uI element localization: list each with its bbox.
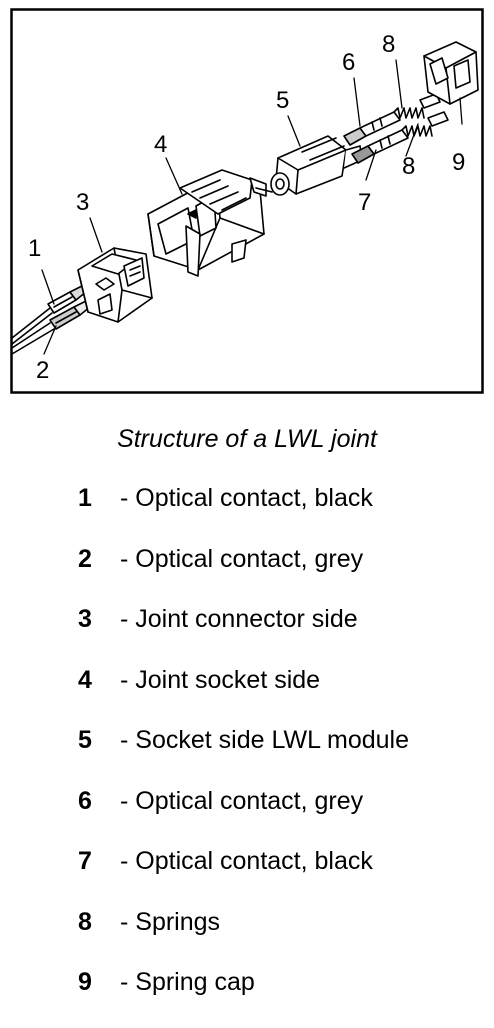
legend-description: - Joint connector side bbox=[120, 605, 358, 633]
legend-number: 9 bbox=[78, 968, 92, 996]
legend-item-2: 2 - Optical contact, grey bbox=[78, 544, 488, 605]
legend-number: 3 bbox=[78, 605, 92, 633]
legend-item-4: 4 - Joint socket side bbox=[78, 665, 488, 726]
joint-socket-side bbox=[147, 169, 273, 277]
callout-8-top: 8 bbox=[382, 31, 395, 58]
legend-item-1: 1 - Optical contact, black bbox=[78, 483, 488, 544]
callout-8-bottom: 8 bbox=[402, 153, 415, 180]
callout-3: 3 bbox=[76, 189, 89, 216]
callout-5: 5 bbox=[276, 87, 289, 114]
legend-description: - Socket side LWL module bbox=[120, 726, 410, 754]
legend-description: - Optical contact, grey bbox=[120, 544, 364, 573]
legend-number: 2 bbox=[78, 544, 92, 573]
parts-legend: 1 - Optical contact, black 2 - Optical c… bbox=[78, 483, 488, 1028]
legend-description: - Optical contact, black bbox=[120, 484, 373, 512]
legend-number: 4 bbox=[78, 665, 92, 694]
callout-1: 1 bbox=[28, 235, 41, 262]
joint-connector-side bbox=[77, 247, 153, 323]
callout-4: 4 bbox=[154, 131, 167, 158]
legend-number: 5 bbox=[78, 726, 92, 754]
legend-description: - Joint socket side bbox=[120, 665, 321, 694]
optical-contact-black-left bbox=[47, 285, 87, 314]
legend-item-8: 8 - Springs bbox=[78, 907, 488, 968]
legend-item-7: 7 - Optical contact, black bbox=[78, 846, 488, 907]
legend-description: - Springs bbox=[120, 907, 221, 936]
optical-contact-grey-right bbox=[343, 111, 401, 146]
figure-caption: Structure of a LWL joint bbox=[117, 425, 377, 453]
exploded-view-diagram: 1 2 3 4 5 6 7 8 8 9 bbox=[10, 8, 484, 394]
legend-number: 1 bbox=[78, 484, 92, 512]
legend-item-3: 3 - Joint connector side bbox=[78, 604, 488, 665]
callout-6: 6 bbox=[342, 49, 355, 76]
legend-item-6: 6 - Optical contact, grey bbox=[78, 786, 488, 847]
fiber-cables bbox=[11, 307, 55, 355]
callout-7: 7 bbox=[358, 189, 371, 216]
legend-number: 6 bbox=[78, 786, 92, 815]
callout-leaders bbox=[41, 59, 463, 355]
springs bbox=[393, 93, 449, 137]
legend-item-5: 5 - Socket side LWL module bbox=[78, 725, 488, 786]
legend-item-9: 9 - Spring cap bbox=[78, 967, 488, 1028]
socket-side-lwl-module bbox=[270, 135, 363, 196]
spring-cap bbox=[423, 41, 479, 105]
legend-description: - Optical contact, black bbox=[120, 847, 373, 875]
callout-9: 9 bbox=[452, 149, 465, 176]
legend-description: - Optical contact, grey bbox=[120, 786, 364, 815]
legend-number: 7 bbox=[78, 847, 92, 875]
callout-2: 2 bbox=[36, 357, 49, 384]
legend-number: 8 bbox=[78, 907, 92, 936]
legend-description: - Spring cap bbox=[120, 968, 255, 996]
